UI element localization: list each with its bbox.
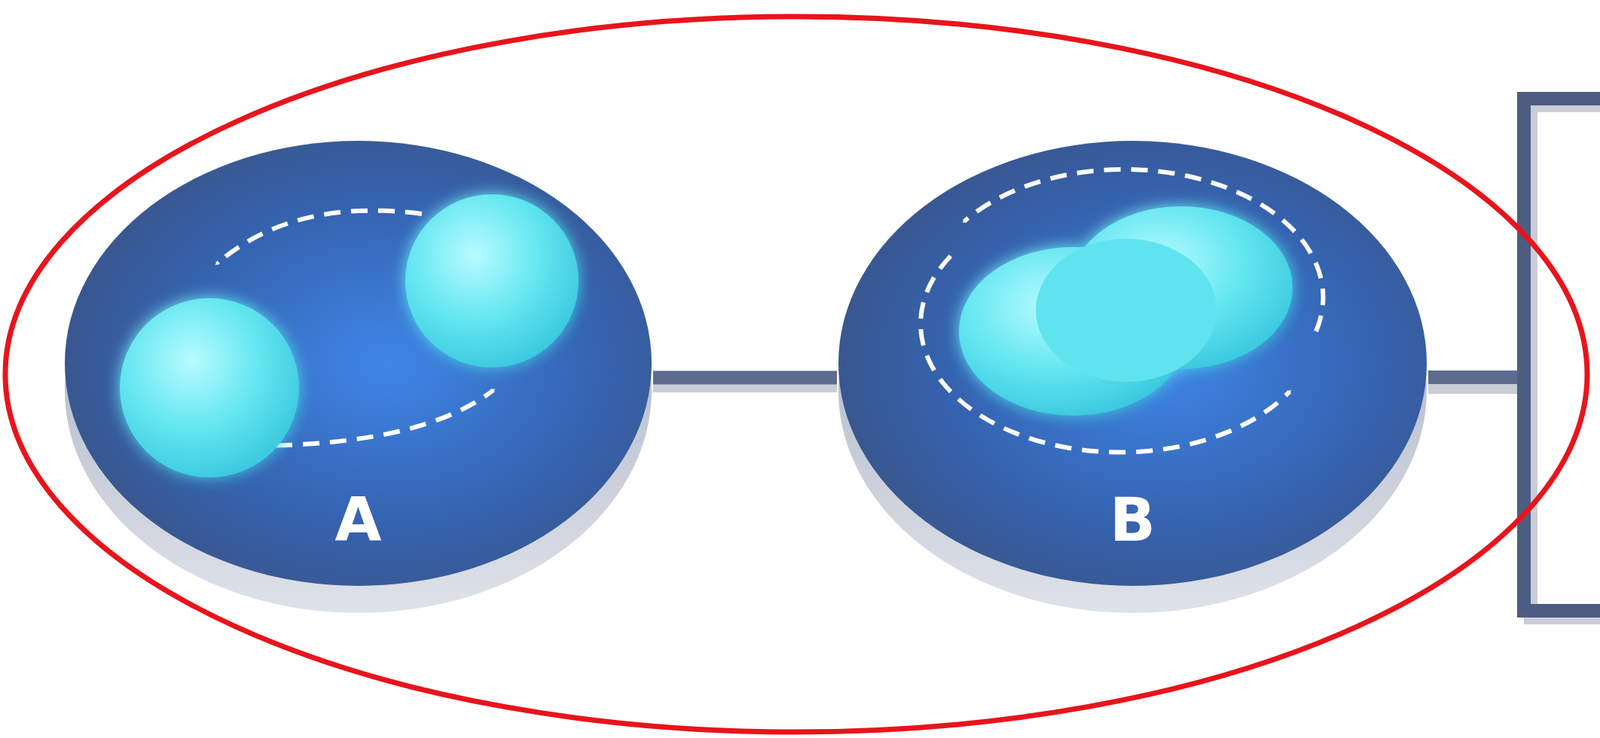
disc-node: A — [63, 137, 654, 618]
highlight-ellipse — [5, 16, 1588, 733]
connector-line — [653, 371, 837, 385]
orbit-arrows-b — [920, 169, 1323, 453]
disc-label: A — [63, 484, 654, 557]
box-shadow — [1530, 105, 1600, 618]
merged-blob — [958, 206, 1293, 416]
disc-node: B — [836, 137, 1429, 618]
orbit-arc — [248, 390, 494, 446]
orbit-arc — [920, 256, 1290, 453]
connector-shadow — [653, 378, 837, 393]
connector-bar — [1428, 370, 1518, 385]
connector-bar — [653, 378, 837, 386]
orbit-arrows-a — [216, 210, 494, 446]
black-hole-sphere — [405, 194, 579, 368]
box-frame — [1523, 98, 1600, 611]
blob-bridge — [1035, 238, 1217, 382]
orbit-arc — [216, 210, 422, 264]
blob-lobe — [958, 247, 1188, 416]
orbit-arc — [964, 169, 1323, 332]
blob-lobe — [1069, 206, 1293, 370]
black-hole-sphere — [119, 298, 300, 478]
disc-label: B — [836, 484, 1429, 557]
